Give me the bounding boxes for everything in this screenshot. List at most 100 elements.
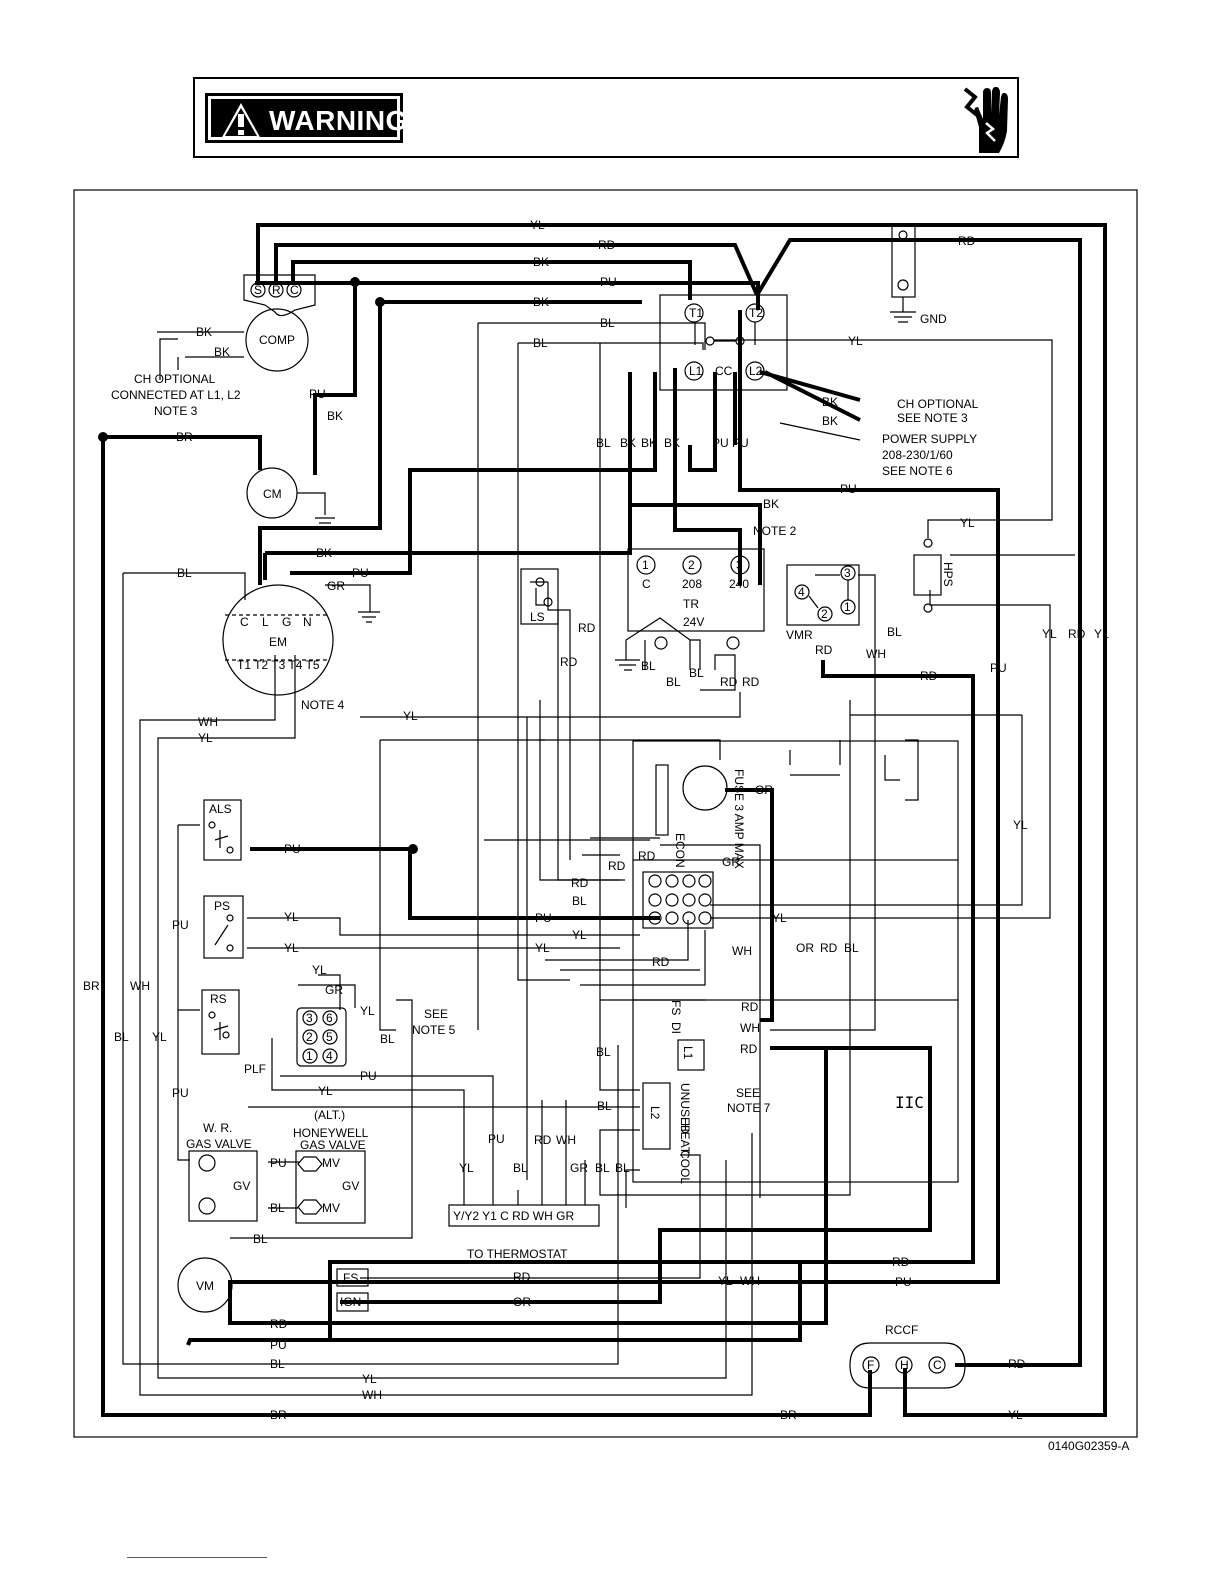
hps-label: HPS [941,562,955,587]
wire-label: BL [887,625,902,639]
wire-label: BL [270,1357,285,1371]
wire-label: YL [312,963,327,977]
plf-pin-label: 5 [326,1030,333,1044]
wire-label: PU [732,436,749,450]
wire-label: RD [815,643,833,657]
wire-label: YL [284,941,299,955]
em-terminal-label: N [303,615,312,629]
wire-label: BL [597,1099,612,1113]
als-switch [203,799,242,861]
wire-label: PU [284,842,301,856]
wire-label: RD [741,1000,759,1014]
wire-label: BL [572,894,587,908]
wire-label: RD [1068,627,1086,641]
wire-label: WH [740,1274,760,1288]
mv-label: MV [322,1156,340,1170]
ps-label: PS [214,899,230,913]
wire-label: RD [720,675,738,689]
vm-motor [177,1257,233,1313]
wire-label: BL [596,1045,611,1059]
wire-label: BL [380,1032,395,1046]
see-note-5: NOTE 5 [412,1023,456,1037]
iic-connector-12pin [642,871,714,929]
vmr-relay [786,564,860,626]
wire-label: PU [309,387,326,401]
tr-voltage-label: 24V [683,615,704,629]
note-4-label: NOTE 4 [301,698,345,712]
wire-label: BL [596,436,611,450]
fuse-label: FUSE 3 AMP MAX [732,769,746,869]
wire-label: YL [284,910,299,924]
wire-label: PU [712,436,729,450]
ch-optional-note: CONNECTED AT L1, L2 [111,388,241,402]
wire-label: BR [780,1408,797,1422]
wire-label: RD [534,1133,552,1147]
hps-switch [913,554,942,596]
wire-label: YL [1013,818,1028,832]
tr-terminal: 3 [736,558,743,572]
board-cool-label: COOL [678,1150,692,1184]
wire-label: BL [513,1161,528,1175]
plf-pin-label: 1 [306,1049,313,1063]
wire-label: RD [270,1317,288,1331]
electric-shock-hand-icon [963,86,1008,153]
ch-optional-note: NOTE 3 [154,404,198,418]
wire-label: BR [83,979,100,993]
ch-optional-right-note: CH OPTIONAL [897,397,979,411]
rccf-terminal-label: F [867,1358,874,1372]
vmr-terminal: 4 [798,585,805,599]
comp-motor [245,308,309,372]
wire-label: PU [840,482,857,496]
wire-label: RD [820,941,838,955]
vmr-label: VMR [786,628,813,642]
wire-label: YL [772,911,787,925]
wire-label: RD [638,849,656,863]
tr-terminal-label: 208 [682,577,702,591]
gnd-label: GND [920,312,947,326]
wire-label: RD [652,955,670,969]
wire-label: YL [152,1030,167,1044]
wire-label: RD [560,655,578,669]
wire-label: PU [352,566,369,580]
comp-terminal-s [250,282,266,298]
warning-triangle-icon [221,103,261,139]
cc-terminal-t2: T2 [749,306,763,320]
wire-label: BL [689,666,704,680]
em-label: EM [269,635,287,649]
wire-label: BK [641,436,657,450]
iic-board-bottom [632,999,959,1183]
wire-label: RD [740,1042,758,1056]
wire-label: BL [253,1232,268,1246]
wire-label: RD [1008,1357,1026,1371]
gv-label: GV [233,1179,250,1193]
rs-label: RS [210,992,227,1006]
cc-contactor [659,294,788,391]
wr-gas-valve-label: GAS VALVE [186,1137,252,1151]
wire-label: BK [214,345,230,359]
wire-label: PU [990,661,1007,675]
econ-label: ECON [673,833,687,868]
wire-label: WH [866,647,886,661]
wire-label: YL [362,1372,377,1386]
wire-label: OR [796,941,814,955]
wire-label: BL [270,1201,285,1215]
board-heat-label: HEAT [678,1123,692,1155]
wire-label: YL [1042,627,1057,641]
wire-label: BR [176,430,193,444]
wire-label: RD [608,859,626,873]
warning-badge: WARNING [205,93,407,143]
wire-label: YL [459,1161,474,1175]
ls-switch [520,568,559,625]
wire-label: YL [318,1084,333,1098]
vmr-terminal: 3 [844,566,851,580]
tr-transformer [627,548,765,632]
ps-switch [203,895,244,959]
vmr-terminal: 1 [844,600,851,614]
wire-label: BK [763,497,779,511]
board-l2-label: L2 [648,1106,662,1120]
see-note-7: NOTE 7 [727,1101,771,1115]
wire-label: WH [362,1388,382,1402]
wire-label: OR [755,783,773,797]
wire-label: RD [598,238,616,252]
wire-label: RD [920,669,938,683]
